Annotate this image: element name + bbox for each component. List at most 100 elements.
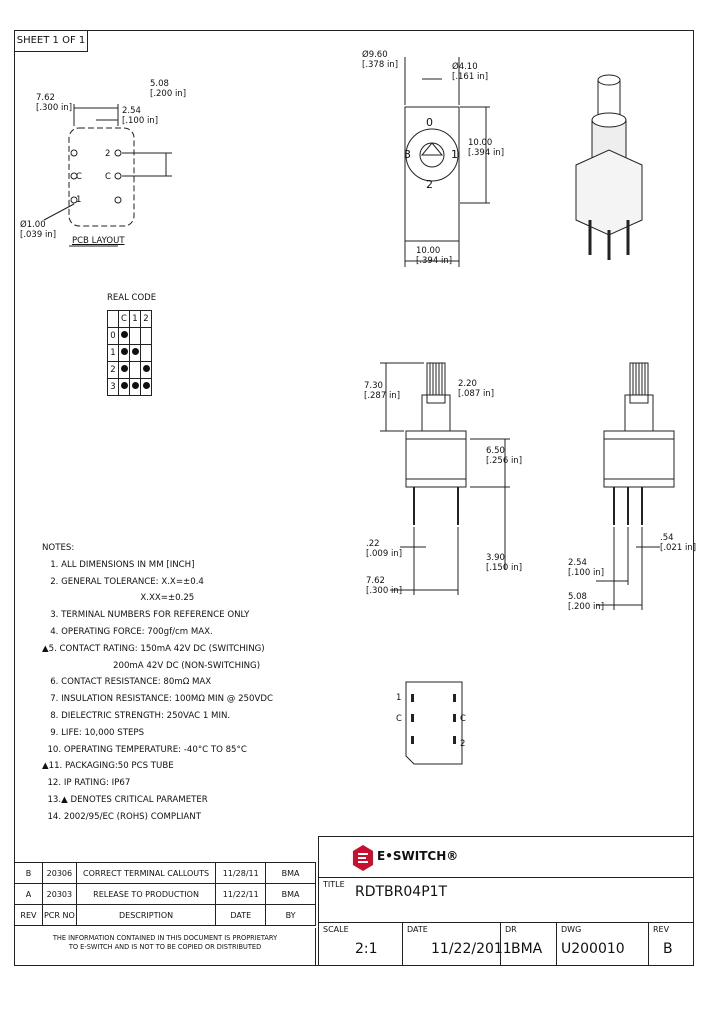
top-dim-410: Ø4.10 [.161 in] [452,62,489,82]
dwg-value: U200010 [561,941,625,957]
contact-dot [120,331,128,338]
date-cell: 11/22/11 [215,883,267,905]
side-dim-254: 2.54 [.100 in] [568,558,605,578]
by-cell: BMA [265,862,316,884]
pcb-layout-label: PCB LAYOUT [72,236,125,246]
code-header-cell: 1 [129,310,141,328]
pcb-layout-drawing [43,104,172,247]
note-line: 10. OPERATING TEMPERATURE: -40°C TO 85°C [42,744,247,755]
dwg-caption: DWG [561,925,582,934]
bottom-view-drawing [405,681,463,765]
side-dim-022: .22 [.009 in] [366,539,403,559]
contact-dot [131,382,139,389]
dial-label: 0 [426,116,433,129]
pcb-pin-label: 2 [105,149,111,159]
side-dim-730: 7.30 [.287 in] [364,381,401,401]
drawing-number-cell: DWG U200010 [557,923,649,965]
code-row: 2 [107,361,152,379]
dial-label: 1 [451,148,458,161]
revision-table: B 20306 CORRECT TERMINAL CALLOUTS 11/28/… [14,862,316,926]
contact-dot [120,348,128,355]
dial-label: 2 [426,178,433,191]
code-row: 1 [107,344,152,362]
note-line: X.XX=±0.25 [42,593,195,604]
bottom-pin-label: 2 [460,739,466,749]
code-cell [118,344,130,362]
note-line: 4. OPERATING FORCE: 700gf/cm MAX. [42,626,213,637]
side-dim-508: 5.08 [.200 in] [568,592,605,612]
code-cell [129,344,141,362]
side-view-drawing [380,362,675,610]
note-line: ▲11. PACKAGING:50 PCS TUBE [42,761,174,772]
rev-value: B [663,941,673,957]
contact-dot [120,382,128,389]
header-cell: PCR NO [41,904,77,926]
contact-dot [142,382,150,389]
code-cell [140,361,152,379]
header-cell: DESCRIPTION [75,904,217,926]
title-info-row: SCALE 2:1 DATE 11/22/2011 DR BMA DWG U20… [318,922,694,966]
pcb-dim-hole: Ø1.00 [.039 in] [20,220,57,240]
real-code-title: REAL CODE [107,293,157,303]
code-pos: 0 [107,327,119,345]
code-cell [118,361,130,379]
code-header-cell: 2 [140,310,152,328]
e-switch-logo-icon [353,845,373,871]
header-cell: BY [265,904,316,926]
side-dim-650: 6.50 [.256 in] [486,446,523,466]
contact-dot [120,365,128,372]
code-cell [129,361,141,379]
logo-block: E•SWITCH® [318,836,694,878]
contact-dot [142,365,150,372]
top-dim-1000-v: 10.00 [.394 in] [468,138,505,158]
dial-label: 3 [404,148,411,161]
note-line: 9. LIFE: 10,000 STEPS [42,727,145,738]
header-cell: REV [14,904,43,926]
pcr-cell: 20303 [41,883,77,905]
pcb-dim-254: 2.54 [.100 in] [122,106,159,126]
scale-caption: SCALE [323,925,349,934]
drawn-by-cell: DR BMA [501,923,557,965]
code-pos: 2 [107,361,119,379]
by-cell: BMA [265,883,316,905]
date-cell: 11/28/11 [215,862,267,884]
scale-value: 2:1 [355,941,378,957]
side-dim-220: 2.20 [.087 in] [458,379,495,399]
top-dim-1000-h: 10.00 [.394 in] [416,246,453,266]
revision-cell: REV B [649,923,693,965]
proprietary-notice: THE INFORMATION CONTAINED IN THIS DOCUME… [14,928,316,966]
code-cell [118,378,130,396]
code-cell [129,378,141,396]
notes: NOTES: 1. ALL DIMENSIONS IN MM [INCH] 2.… [42,540,273,826]
code-row: 3 [107,378,152,396]
pcb-dim-762: 7.62 [.300 in] [36,93,73,113]
code-pos: 3 [107,378,119,396]
code-cell [129,327,141,345]
title-caption: TITLE [323,880,345,889]
pcb-pin-label: C [105,172,111,182]
part-number: RDTBR04P1T [355,884,448,900]
header-cell: DATE [215,904,267,926]
desc-cell: CORRECT TERMINAL CALLOUTS [75,862,217,884]
note-line: 1. ALL DIMENSIONS IN MM [INCH] [42,559,195,570]
code-header-cell [107,310,119,328]
note-line: 8. DIELECTRIC STRENGTH: 250VAC 1 MIN. [42,710,231,721]
code-header-cell: C [118,310,130,328]
part-3d-illustration [575,74,643,260]
pcb-dim-508: 5.08 [.200 in] [150,79,187,99]
pcb-pin-label: 1 [76,195,82,205]
date-value: 11/22/2011 [431,941,512,957]
side-dim-054: .54 [.021 in] [660,533,697,553]
note-line: ▲5. CONTACT RATING: 150mA 42V DC (SWITCH… [42,643,265,654]
note-line: 2. GENERAL TOLERANCE: X.X=±0.4 [42,576,204,587]
dr-value: BMA [511,941,543,957]
revision-header: REV PCR NO DESCRIPTION DATE BY [14,904,316,926]
real-code-table: C 1 2 0 1 2 3 [107,310,152,396]
bottom-pin-label: C [460,714,466,724]
date-caption: DATE [407,925,428,934]
code-row: 0 [107,327,152,345]
note-line: 6. CONTACT RESISTANCE: 80mΩ MAX [42,677,212,688]
rev-cell: B [14,862,43,884]
bottom-pin-label: 1 [396,693,402,703]
side-dim-762: 7.62 [.300 in] [366,576,403,596]
